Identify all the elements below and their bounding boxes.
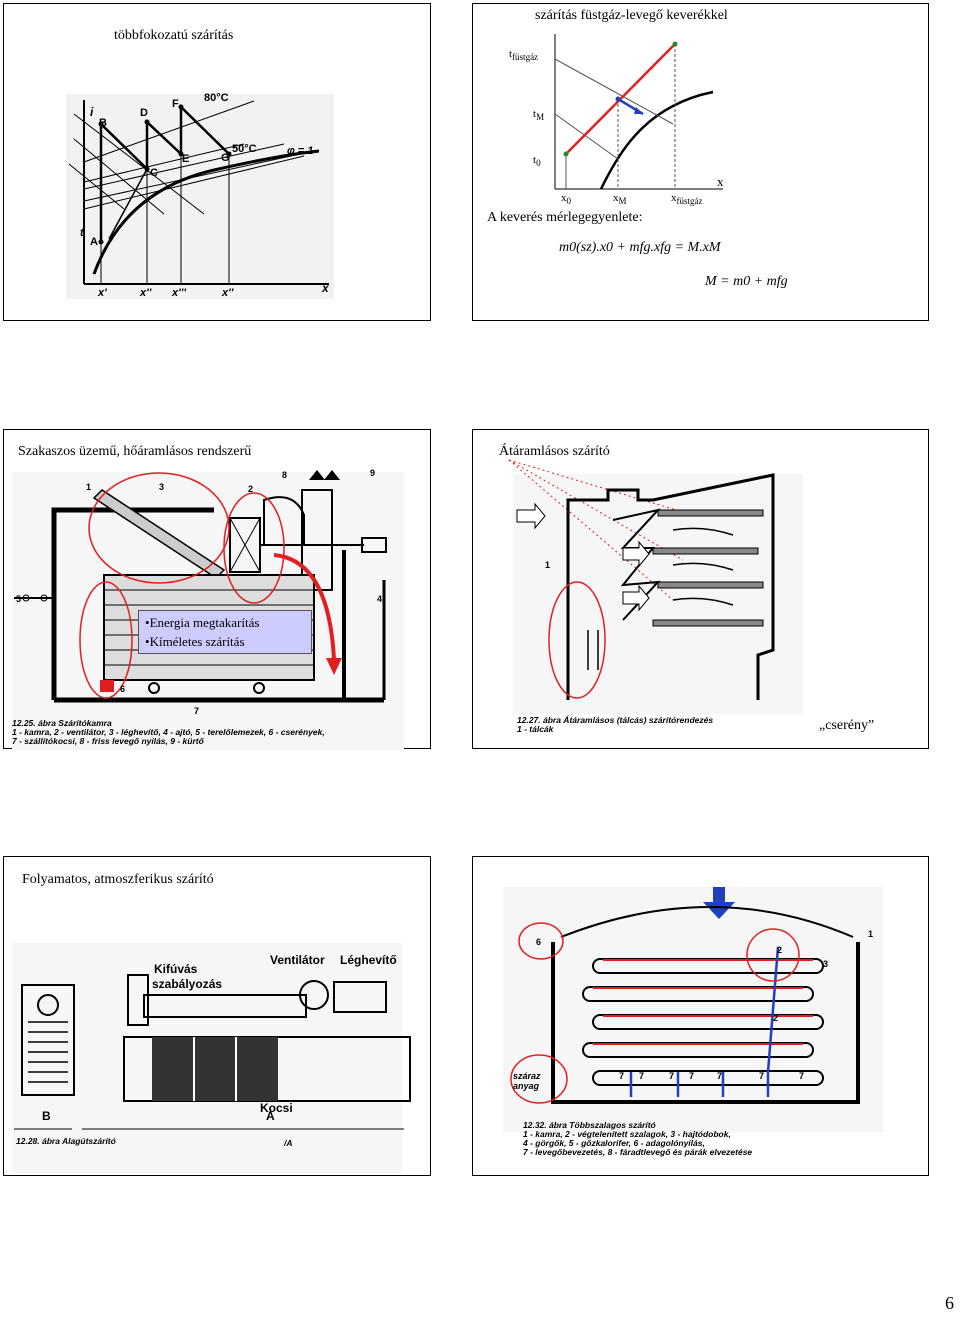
- label-kifuvas: Kifúvás: [154, 962, 198, 976]
- label-i: i: [90, 105, 94, 119]
- num-7g: 7: [799, 1071, 804, 1081]
- bullet-energy: •Energia megtakarítás: [145, 615, 260, 630]
- label-x2: x'': [139, 287, 152, 299]
- label-phi: φ = 1: [287, 145, 313, 157]
- label-t-fustgaz: tfüstgáz: [509, 48, 539, 63]
- note-cserenyy: „cserény”: [819, 718, 875, 733]
- label-x-fustgaz: xfüstgáz: [671, 192, 703, 207]
- num-7a: 7: [619, 1071, 624, 1081]
- formula-mass: M = m0 + mfg: [705, 274, 788, 289]
- slide-title: szárítás füstgáz-levegő keverékkel: [535, 8, 728, 23]
- num-3: 3: [159, 482, 164, 492]
- num-7c: 7: [669, 1071, 674, 1081]
- slide-batch-convection: Szakaszos üzemű, hőáramlásos rendszerű: [3, 429, 431, 750]
- label-x-axis: x: [717, 174, 724, 189]
- num-1: 1: [545, 560, 550, 570]
- label-szaraz: száraz: [513, 1071, 541, 1081]
- label-x-0: x0: [561, 192, 571, 207]
- label-C: C: [150, 167, 158, 179]
- num-8: 8: [282, 470, 287, 480]
- num-6: 6: [120, 684, 125, 694]
- label-szabalyozas: szabályozás: [152, 977, 223, 991]
- slide-title: Átáramlásos szárító: [499, 444, 610, 459]
- label-F: F: [172, 98, 179, 110]
- drying-chamber-figure: 1 2 3 4 5 6 7 8 9: [12, 468, 404, 750]
- num-7e: 7: [717, 1071, 722, 1081]
- balance-label: A keverés mérlegegyenlete:: [487, 210, 643, 225]
- label-kocsi: Kocsi: [260, 1101, 293, 1115]
- figure-caption: 12.28. ábra Alagútszárító: [16, 1136, 116, 1146]
- label-x1: x': [97, 287, 107, 299]
- slide-fluegas-drying: szárítás füstgáz-levegő keverékkel tfüst…: [472, 3, 929, 321]
- slide-multistage-drying: többfokozatú szárítás i B D: [3, 3, 431, 321]
- label-ventilator: Ventilátor: [270, 953, 325, 967]
- slide-continuous-atmospheric: Folyamatos, atmoszferikus szárító Kifúvá…: [3, 856, 431, 1176]
- label-leghevito: Léghevítő: [340, 953, 397, 967]
- slide-multi-belt-dryer: 1 2 3 6 2 7 7 7 7 7 7 7 száraz anyag 12.…: [472, 856, 929, 1176]
- tunnel-dryer-figure: [12, 943, 411, 1173]
- label-80C: 80°C: [204, 92, 229, 104]
- label-x4: x'': [221, 287, 234, 299]
- num-7d: 7: [689, 1071, 694, 1081]
- page-number: 6: [945, 1293, 954, 1313]
- through-flow-figure: 1: [508, 459, 803, 714]
- label-B: B: [99, 117, 107, 129]
- figure-caption: 12.27. ábra Átáramlásos (tálcás) szárító…: [517, 715, 714, 734]
- label-B: B: [42, 1109, 51, 1123]
- label-x-M: xM: [613, 192, 627, 207]
- bullet-gentle: •Kíméletes szárítás: [145, 634, 245, 649]
- num-7: 7: [194, 706, 199, 716]
- mixing-diagram: [554, 34, 723, 190]
- benefits-callout: •Energia megtakarítás •Kíméletes szárítá…: [138, 610, 312, 654]
- figure-caption: 12.25. ábra Szárítókamra 1 - kamra, 2 - …: [12, 718, 325, 746]
- num-6: 6: [536, 937, 541, 947]
- label-t-0: t0: [533, 154, 541, 169]
- label-x-axis: x: [321, 281, 330, 295]
- num-7f: 7: [759, 1071, 764, 1081]
- label-50C: 50°C: [232, 143, 257, 155]
- num-2a: 2: [777, 945, 782, 955]
- slide-title: Szakaszos üzemű, hőáramlásos rendszerű: [18, 444, 252, 459]
- multi-belt-dryer-figure: 1 2 3 6 2 7 7 7 7 7 7 7 száraz anyag: [503, 887, 883, 1132]
- label-t: t: [80, 227, 85, 239]
- slide-title: többfokozatú szárítás: [114, 28, 234, 43]
- num-1: 1: [86, 482, 91, 492]
- label-G: G: [221, 152, 230, 164]
- num-7b: 7: [639, 1071, 644, 1081]
- num-4: 4: [377, 594, 382, 604]
- label-x3: x''': [171, 287, 186, 299]
- formula-balance: m0(sz).x0 + mfg.xfg = M.xM: [559, 240, 721, 255]
- mollier-diagram: i B D F 80°C E C 50°C G φ = 1 t A x' x''…: [66, 92, 334, 299]
- num-3: 3: [823, 959, 828, 969]
- num-5: 5: [16, 594, 21, 604]
- num-9: 9: [370, 468, 375, 478]
- slide-title: Folyamatos, atmoszferikus szárító: [22, 872, 214, 887]
- page-mark: /A: [284, 1138, 293, 1148]
- num-1: 1: [868, 929, 873, 939]
- label-D: D: [140, 107, 148, 119]
- label-E: E: [182, 153, 189, 165]
- label-A: A: [90, 236, 98, 248]
- slide-through-flow: Átáramlásos szárító 1 12.27. ábra Átáram…: [472, 429, 929, 749]
- num-2b: 2: [773, 1013, 778, 1023]
- label-t-M: tM: [533, 108, 545, 123]
- figure-caption: 12.32. ábra Többszalagos szárító 1 - kam…: [523, 1120, 753, 1157]
- label-A: A: [266, 1109, 275, 1123]
- label-anyag: anyag: [513, 1081, 540, 1091]
- num-2: 2: [248, 484, 253, 494]
